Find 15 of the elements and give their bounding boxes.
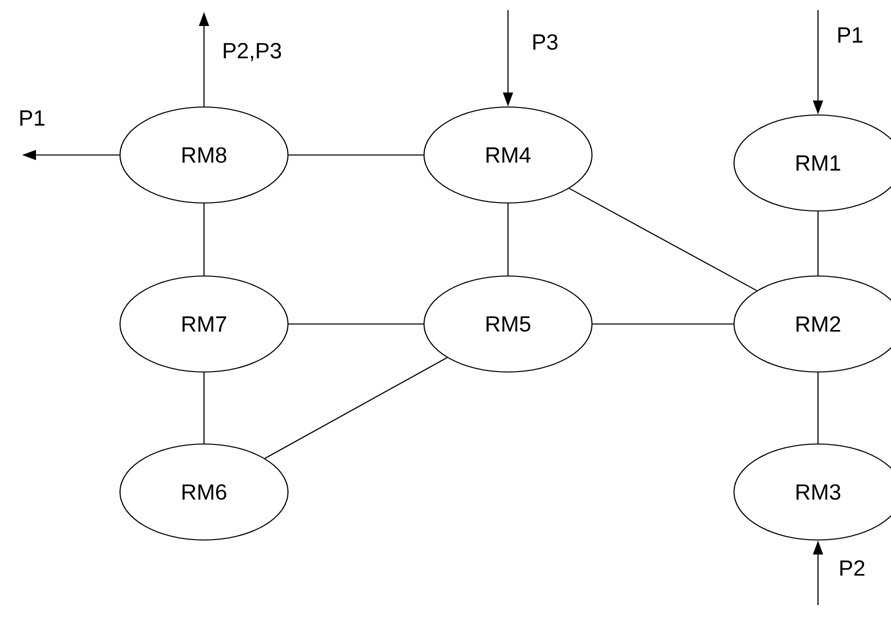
edge-label: P1	[836, 26, 864, 44]
edge-label: P1	[18, 109, 46, 127]
connector-line	[592, 323, 734, 325]
connector-line	[288, 154, 424, 156]
connector-line	[817, 372, 819, 444]
edge-label: P2	[838, 559, 866, 577]
connector-line	[203, 372, 205, 444]
edge-label: P3	[530, 33, 560, 51]
connector-line	[264, 357, 448, 459]
connector-line	[203, 204, 205, 276]
connector-line	[288, 323, 424, 325]
connector-line	[507, 204, 509, 276]
connector-line	[817, 212, 819, 276]
connector-line	[569, 188, 757, 292]
edge-label: P2,P3	[221, 42, 283, 62]
